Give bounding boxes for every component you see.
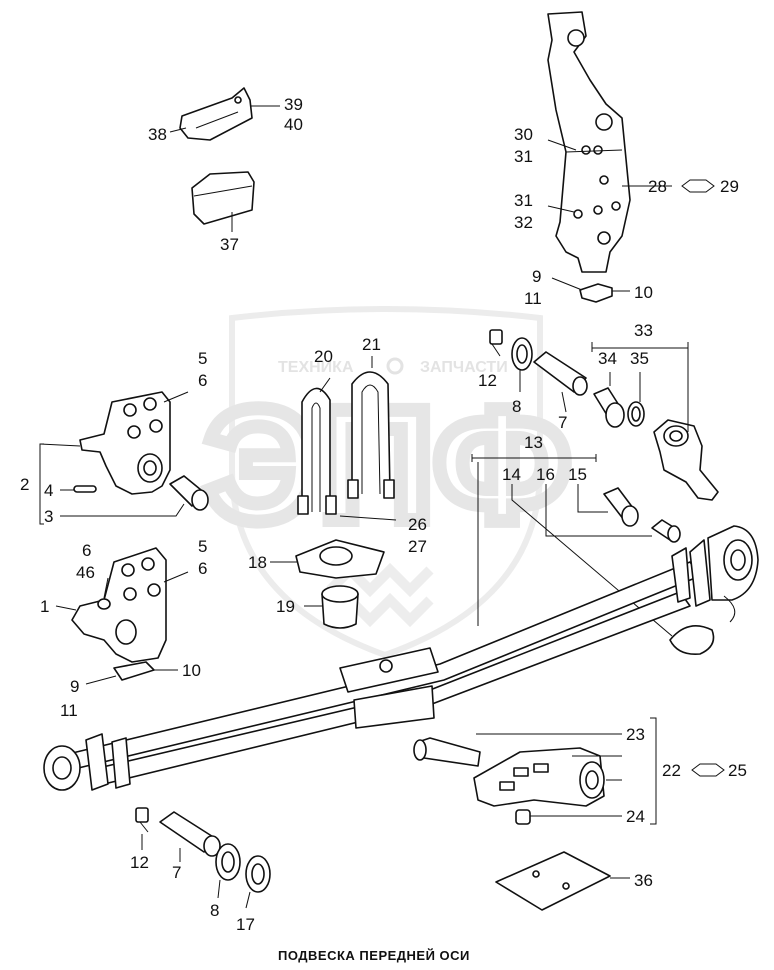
cap-16 bbox=[669, 624, 715, 656]
bushing-16 bbox=[651, 519, 681, 543]
shackle-33 bbox=[653, 419, 719, 501]
callout-13: 13 bbox=[524, 433, 543, 452]
callout-33: 33 bbox=[634, 321, 653, 340]
washer-17 bbox=[245, 855, 271, 893]
callout-26: 26 bbox=[408, 515, 427, 534]
callout-11b: 11 bbox=[60, 701, 78, 720]
diagram-caption: ПОДВЕСКА ПЕРЕДНЕЙ ОСИ bbox=[278, 948, 470, 963]
plate-10-lower bbox=[113, 661, 155, 681]
rubber-block-37 bbox=[191, 171, 255, 225]
callout-11a: 11 bbox=[524, 289, 542, 308]
callout-14: 14 bbox=[502, 465, 521, 484]
watermark-line2: ЗАПЧАСТИ bbox=[420, 359, 508, 376]
callout-31b: 31 bbox=[514, 191, 533, 210]
plate-10-top bbox=[579, 283, 613, 303]
callout-8a: 8 bbox=[512, 397, 521, 416]
bolt-12-lower bbox=[135, 807, 149, 833]
bracket-22 bbox=[473, 747, 605, 807]
nut-24 bbox=[515, 809, 531, 825]
callout-19: 19 bbox=[276, 597, 295, 616]
callout-25: 25 bbox=[728, 761, 747, 780]
callout-27: 27 bbox=[408, 537, 427, 556]
callout-15: 15 bbox=[568, 465, 587, 484]
pin-7-top bbox=[533, 351, 588, 396]
callout-5a: 5 bbox=[198, 349, 207, 368]
washer-8-lower bbox=[215, 843, 241, 881]
bushing-35 bbox=[627, 401, 645, 427]
callout-39: 39 bbox=[284, 95, 303, 114]
bushing-34 bbox=[593, 387, 625, 428]
callout-20: 20 bbox=[314, 347, 333, 366]
swap-arrow-28-29 bbox=[681, 179, 715, 193]
callout-17: 17 bbox=[236, 915, 255, 934]
plate-36 bbox=[495, 851, 611, 911]
callout-4: 4 bbox=[44, 481, 53, 500]
callout-10b: 10 bbox=[182, 661, 201, 680]
callout-6b: 6 bbox=[82, 541, 91, 560]
bushing-15 bbox=[603, 487, 639, 527]
callout-7a: 7 bbox=[558, 413, 567, 432]
callout-12a: 12 bbox=[478, 371, 497, 390]
pin-7-lower bbox=[159, 811, 221, 857]
callout-3: 3 bbox=[44, 507, 53, 526]
callout-9b: 9 bbox=[70, 677, 79, 696]
callout-31a: 31 bbox=[514, 147, 533, 166]
callout-24: 24 bbox=[626, 807, 645, 826]
callout-40: 40 bbox=[284, 115, 303, 134]
bolt-12-top bbox=[489, 329, 503, 357]
callout-9a: 9 bbox=[532, 267, 541, 286]
callout-5b: 5 bbox=[198, 537, 207, 556]
callout-10a: 10 bbox=[634, 283, 653, 302]
callout-34: 34 bbox=[598, 349, 617, 368]
spring-seat-18 bbox=[295, 539, 385, 579]
callout-21: 21 bbox=[362, 335, 381, 354]
spring-bracket-1 bbox=[71, 547, 167, 663]
callout-1: 1 bbox=[40, 597, 49, 616]
callouts: 39 40 38 37 30 31 31 32 28 29 9 11 10 33… bbox=[20, 95, 747, 934]
callout-6c: 6 bbox=[198, 559, 207, 578]
callout-38: 38 bbox=[148, 125, 167, 144]
front-hanger-bracket-28 bbox=[547, 11, 631, 273]
swap-arrow-22-25 bbox=[691, 763, 725, 777]
bushing-3 bbox=[169, 475, 209, 511]
washer-8-top bbox=[511, 337, 533, 371]
callout-18: 18 bbox=[248, 553, 267, 572]
callout-28: 28 bbox=[648, 177, 667, 196]
callout-37: 37 bbox=[220, 235, 239, 254]
u-bolt-20 bbox=[297, 387, 337, 515]
callout-6a: 6 bbox=[198, 371, 207, 390]
callout-8b: 8 bbox=[210, 901, 219, 920]
callout-16: 16 bbox=[536, 465, 555, 484]
callout-2: 2 bbox=[20, 475, 29, 494]
leaf-spring bbox=[43, 525, 759, 791]
pin-4 bbox=[73, 485, 97, 493]
callout-29: 29 bbox=[720, 177, 739, 196]
callout-36: 36 bbox=[634, 871, 653, 890]
callout-30: 30 bbox=[514, 125, 533, 144]
buffer-19 bbox=[321, 585, 359, 629]
callout-22: 22 bbox=[662, 761, 681, 780]
callout-12b: 12 bbox=[130, 853, 149, 872]
spring-bracket-2 bbox=[79, 391, 171, 495]
callout-7b: 7 bbox=[172, 863, 181, 882]
callout-35: 35 bbox=[630, 349, 649, 368]
callout-32: 32 bbox=[514, 213, 533, 232]
u-bolt-21 bbox=[347, 371, 395, 499]
callout-46: 46 bbox=[76, 563, 95, 582]
callout-23: 23 bbox=[626, 725, 645, 744]
bracket-38 bbox=[179, 87, 253, 141]
watermark-line1: ТЕХНИКА bbox=[278, 359, 354, 376]
bolt-23 bbox=[413, 737, 481, 767]
